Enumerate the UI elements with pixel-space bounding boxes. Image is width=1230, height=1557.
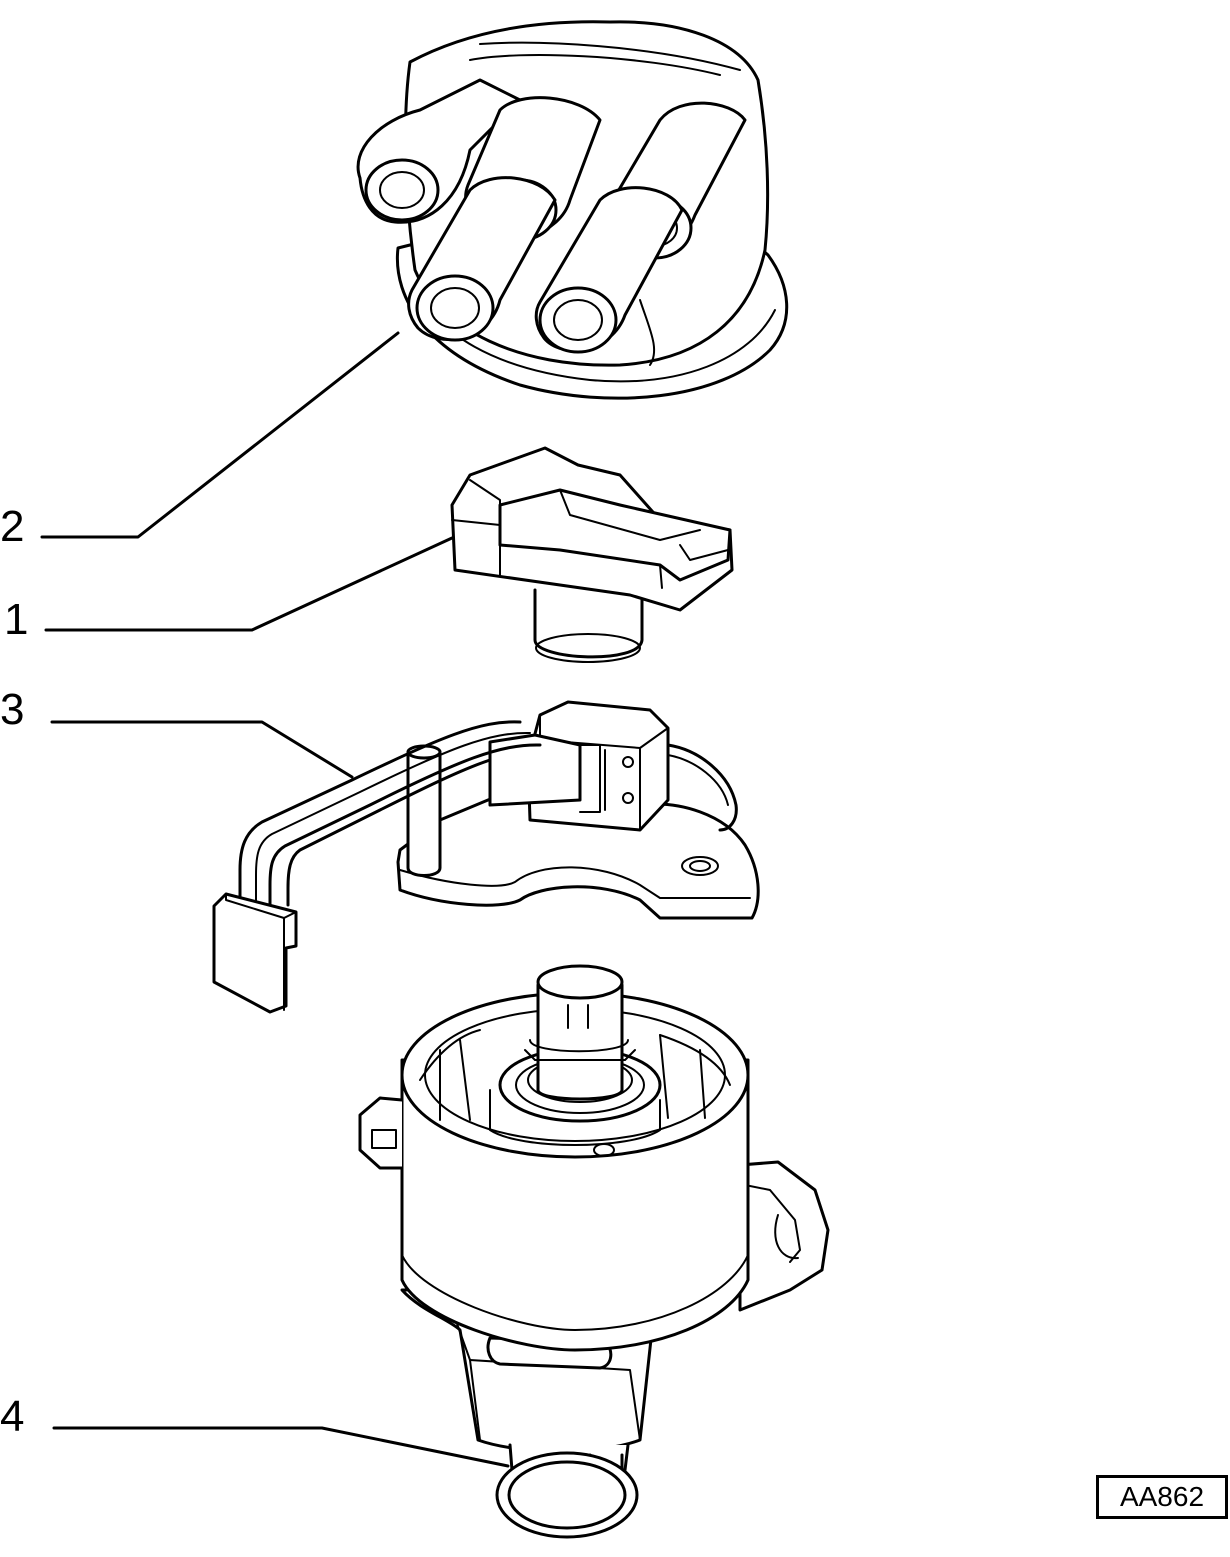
reference-code-box: AA862 [1096,1475,1228,1519]
leader-line-2 [40,331,400,539]
callout-label-1: 1 [4,595,29,644]
rotor-arm [450,446,734,663]
leader-line-3 [50,720,354,779]
distributor-cap [356,20,789,400]
o-ring-seal [495,1451,639,1539]
pickup-plate-assembly [212,700,760,1014]
leader-line-4 [52,1426,510,1468]
distributor-body [358,964,830,1487]
callout-label-4: 4 [0,1392,25,1441]
leader-line-1 [44,536,454,632]
leader-lines [40,331,510,1468]
callout-label-3: 3 [0,685,25,734]
callout-label-2: 2 [0,502,25,551]
